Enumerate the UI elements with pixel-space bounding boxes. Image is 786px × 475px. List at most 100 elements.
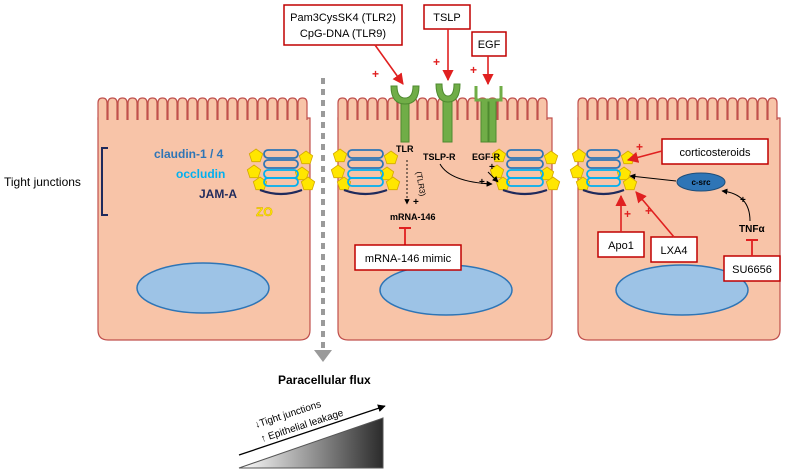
- zo-protein: [330, 164, 346, 179]
- egfr-label: EGF-R: [472, 152, 500, 162]
- tight-junction-complexes: [246, 148, 638, 196]
- microvillus: [507, 97, 518, 120]
- jam-strand: [259, 188, 303, 196]
- microvillus: [647, 97, 658, 120]
- microvillus: [247, 97, 258, 120]
- tslpr-signal-arrow: [439, 163, 493, 187]
- junction-strand: [263, 159, 299, 169]
- corticosteroids-box: corticosteroids: [661, 138, 769, 165]
- tnfa-label: TNFα: [739, 224, 765, 235]
- microvillus: [127, 97, 138, 120]
- microvillus: [527, 97, 538, 120]
- tslp-plus: +: [433, 55, 440, 69]
- paracellular-flux-label: Paracellular flux: [278, 373, 371, 387]
- corticosteroids-arrow: [626, 150, 663, 163]
- jam-strand: [343, 188, 388, 196]
- lxa4-plus: +: [645, 204, 652, 218]
- tnfa-to-csrc-arrow: [721, 188, 751, 222]
- jam-strand: [582, 188, 625, 196]
- junction-strand: [586, 177, 621, 187]
- mrna-mimic-box: mRNA-146 mimic: [354, 244, 462, 271]
- junction-strand: [347, 177, 384, 187]
- microvillus: [597, 97, 608, 120]
- microvillus: [607, 97, 618, 120]
- zo-protein: [300, 176, 316, 191]
- microvillus: [207, 97, 218, 120]
- microvillus: [257, 97, 268, 120]
- microvillus: [187, 97, 198, 120]
- su6656-box: SU6656: [723, 255, 781, 282]
- microvillus: [427, 97, 438, 120]
- tslp-receptor: [435, 83, 461, 143]
- zo-protein: [622, 176, 638, 191]
- tight-junctions-bracket: [101, 147, 108, 216]
- zo-protein: [545, 176, 561, 191]
- microvillus: [297, 97, 308, 120]
- su6656-text: SU6656: [732, 264, 772, 276]
- microvillus: [577, 97, 588, 120]
- junction-strand: [347, 159, 384, 169]
- zo-protein: [385, 176, 401, 191]
- microvillus: [697, 97, 708, 120]
- csrc-oval: [676, 172, 726, 192]
- zo-protein: [246, 164, 262, 179]
- microvillus: [637, 97, 648, 120]
- microvillus: [667, 97, 678, 120]
- microvillus: [457, 97, 468, 120]
- tlr3-label: (TLR3): [414, 171, 427, 197]
- pam-to-tlr-arrow: [374, 44, 404, 85]
- pam-line1: Pam3CysSK4 (TLR2): [290, 12, 396, 24]
- egf-box: EGF: [471, 31, 507, 57]
- zo-label: ZO: [256, 205, 273, 219]
- occludin-label: occludin: [176, 167, 225, 181]
- tlr-receptor: [390, 85, 420, 143]
- microvillus: [197, 97, 208, 120]
- lxa4-text: LXA4: [661, 245, 688, 257]
- egf-text: EGF: [478, 39, 501, 51]
- claudin-label: claudin-1 / 4: [154, 147, 224, 161]
- microvillus: [277, 97, 288, 120]
- lxa4-arrow: [635, 191, 675, 238]
- csrc-to-junction-arrow: [629, 173, 677, 182]
- microvillus: [107, 97, 118, 120]
- microvillus: [627, 97, 638, 120]
- zo-protein: [298, 150, 314, 165]
- microvillus: [97, 97, 108, 120]
- microvillus: [517, 97, 528, 120]
- microvillus: [417, 97, 428, 120]
- junction-strand: [263, 177, 299, 187]
- microvillus: [347, 97, 358, 120]
- pam-cpg-box: Pam3CysSK4 (TLR2) CpG-DNA (TLR9): [283, 4, 403, 46]
- microvillus: [747, 97, 758, 120]
- microvillus: [677, 97, 688, 120]
- zo-protein: [336, 176, 352, 191]
- egf-receptor: [474, 86, 503, 143]
- zo-protein: [569, 164, 585, 179]
- apo1-plus: +: [624, 207, 631, 221]
- microvillus: [237, 97, 248, 120]
- microvillus: [227, 97, 238, 120]
- junction-strand: [347, 149, 384, 159]
- corticosteroids-text: corticosteroids: [680, 147, 751, 159]
- pam-line2: CpG-DNA (TLR9): [300, 28, 386, 40]
- microvillus: [687, 97, 698, 120]
- zo-protein: [491, 148, 507, 163]
- leakage-wedge-arrow: [238, 404, 386, 456]
- nucleus-middle: [379, 264, 513, 316]
- tlr3-plus: +: [413, 197, 419, 208]
- egf-plus: +: [470, 63, 477, 77]
- mrna146-label: mRNA-146: [390, 212, 436, 222]
- leakage-wedge: [238, 417, 384, 469]
- csrc-label: c-src: [691, 178, 711, 187]
- tslp-box: TSLP: [423, 4, 471, 30]
- zo-protein: [248, 148, 264, 163]
- microvillus: [167, 97, 178, 120]
- zo-protein: [571, 148, 587, 163]
- zo-protein: [252, 176, 268, 191]
- microvillus: [377, 97, 388, 120]
- lxa4-box: LXA4: [650, 236, 698, 263]
- junction-strand: [586, 159, 621, 169]
- pam-plus: +: [372, 67, 379, 81]
- microvillus: [117, 97, 128, 120]
